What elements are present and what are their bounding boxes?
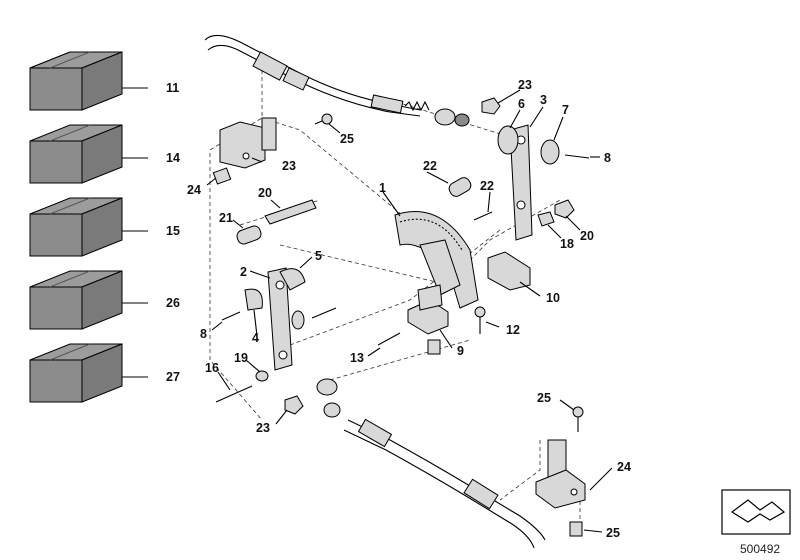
small-parts <box>212 97 590 537</box>
callout-4: 4 <box>252 331 259 345</box>
lever-2 <box>267 267 305 371</box>
callout-27: 27 <box>166 370 180 384</box>
lower-cable <box>316 378 546 549</box>
callout-12: 12 <box>506 323 520 337</box>
callout-13: 13 <box>350 351 364 365</box>
callout-6: 6 <box>518 97 525 111</box>
lever-3 <box>509 124 533 241</box>
callout-17-left: 19 <box>234 351 248 365</box>
callout-23-upper: 23 <box>282 159 296 173</box>
callout-24-lower: 25 <box>606 526 620 540</box>
callout-labels: 23 6 3 7 8 25 23 24 20 21 22 1 22 20 18 … <box>187 78 631 540</box>
arrow-icon <box>730 499 786 523</box>
callout-1: 1 <box>379 181 386 195</box>
kit-box-15: 15 <box>29 197 180 257</box>
kit-box-14: 14 <box>29 124 180 184</box>
kit-box-27: 27 <box>29 343 180 403</box>
diagram-id-badge: 500492 <box>721 489 791 556</box>
callout-8-left: 8 <box>200 327 207 341</box>
kit-box-group: 11 14 15 26 <box>29 51 180 403</box>
callout-15: 15 <box>166 224 180 238</box>
callout-25-lower: 25 <box>537 391 551 405</box>
sector-lever-1 <box>394 211 531 309</box>
callout-16: 16 <box>205 361 219 375</box>
diagram-id: 500492 <box>740 542 780 556</box>
leader-lines <box>206 89 613 533</box>
upper-cable <box>204 34 470 127</box>
callout-23-lower: 24 <box>617 460 631 474</box>
callout-20-left: 21 <box>219 211 233 225</box>
callout-17-right: 18 <box>560 237 574 251</box>
cable-end-fitting-lower <box>316 378 338 396</box>
callout-10: 10 <box>546 291 560 305</box>
callout-19: 20 <box>258 186 272 200</box>
callout-8-right: 8 <box>604 151 611 165</box>
callout-9: 9 <box>457 344 464 358</box>
callout-20-right: 22 <box>423 159 437 173</box>
kit-box-26: 26 <box>29 270 180 330</box>
callout-14: 14 <box>166 151 180 165</box>
kit-box-11: 11 <box>29 51 179 111</box>
callout-24-upper: 24 <box>187 183 201 197</box>
callout-21: 22 <box>480 179 494 193</box>
callout-7: 7 <box>562 103 569 117</box>
bracket-23-lower <box>535 439 586 509</box>
callout-22-lower: 23 <box>256 421 270 435</box>
callout-2: 2 <box>240 265 247 279</box>
callout-25-upper: 25 <box>340 132 354 146</box>
cable-end-fitting <box>434 108 456 126</box>
callout-26: 26 <box>166 296 180 310</box>
callout-18: 20 <box>580 229 594 243</box>
callout-3: 3 <box>540 93 547 107</box>
callout-22-upper: 23 <box>518 78 532 92</box>
callout-11: 11 <box>166 81 179 95</box>
callout-5: 5 <box>315 249 322 263</box>
bracket-23-upper <box>219 117 277 169</box>
